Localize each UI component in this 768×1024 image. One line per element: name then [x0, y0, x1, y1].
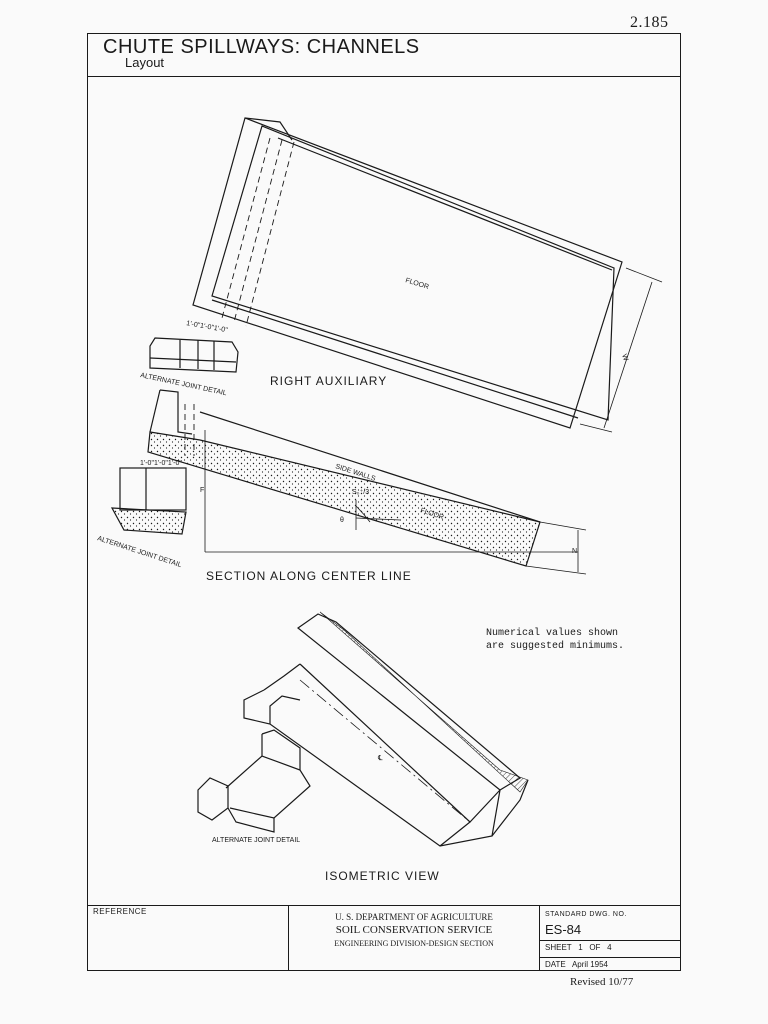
section-label: SECTION ALONG CENTER LINE: [206, 569, 412, 583]
title-block-divider: [288, 905, 289, 971]
agency-block: U. S. DEPARTMENT OF AGRICULTURE SOIL CON…: [289, 912, 539, 948]
note-text: Numerical values shown are suggested min…: [486, 628, 625, 652]
revised-date: Revised 10/77: [570, 976, 634, 988]
alternate-joint-detail-3: [197, 729, 311, 833]
title-block-divider: [539, 905, 540, 971]
theta-label: θ: [340, 517, 344, 524]
plan-wall-line: [277, 137, 613, 271]
alternate-joint-label-1: ALTERNATE JOINT DETAIL: [140, 372, 228, 397]
agency-line-2: SOIL CONSERVATION SERVICE: [335, 924, 493, 936]
centerline-symbol: ℄: [377, 755, 383, 762]
alternate-joint-label-2: ALTERNATE JOINT DETAIL: [96, 535, 182, 569]
page-number: 2.185: [630, 14, 669, 31]
isometric-label: ISOMETRIC VIEW: [325, 869, 440, 883]
plan-wall-line: [211, 299, 579, 419]
right-auxiliary-label: RIGHT AUXILIARY: [270, 374, 387, 388]
alternate-joint-detail-2: [110, 467, 187, 535]
drawing-number: ES-84: [545, 922, 582, 937]
reference-label: REFERENCE: [93, 907, 147, 916]
f-dimension-label: F: [200, 487, 204, 494]
isometric-channel: [243, 611, 529, 847]
n-dimension-label: N: [572, 548, 577, 555]
section-slab: [147, 431, 541, 567]
right-auxiliary-plan: [192, 117, 663, 433]
joint-dims-mid: 1'-0"1'-0"1'-0": [140, 460, 182, 467]
w-dimension-label: W: [620, 353, 629, 362]
slope-label: S₀⁺/3: [352, 489, 369, 496]
agency-line-1: U. S. DEPARTMENT OF AGRICULTURE: [335, 912, 493, 922]
title-divider: [87, 76, 681, 77]
title-block: [87, 905, 681, 971]
page-subtitle: Layout: [125, 55, 165, 70]
plan-floor-inner: [211, 125, 615, 421]
drawing-frame: [87, 33, 681, 971]
title-block-rule: [539, 940, 681, 941]
section-center-line: [147, 389, 587, 575]
sheet-number: SHEET 1 OF 4: [545, 943, 612, 952]
title-block-rule: [539, 957, 681, 958]
plan-cutoff: [244, 117, 293, 141]
standard-dwg-label: STANDARD DWG. NO.: [545, 911, 627, 918]
plan-floor-outline: [192, 117, 623, 429]
floor-label: FLOOR: [404, 277, 429, 291]
alternate-joint-detail-1: [149, 337, 239, 373]
page-title: CHUTE SPILLWAYS: CHANNELS: [103, 36, 420, 58]
alternate-joint-label-3: ALTERNATE JOINT DETAIL: [212, 837, 300, 844]
agency-line-3: ENGINEERING DIVISION-DESIGN SECTION: [334, 939, 494, 948]
joint-dims-top: 1'-0"1'-0"1'-0": [186, 320, 229, 334]
drawing-date: DATE April 1954: [545, 960, 608, 969]
